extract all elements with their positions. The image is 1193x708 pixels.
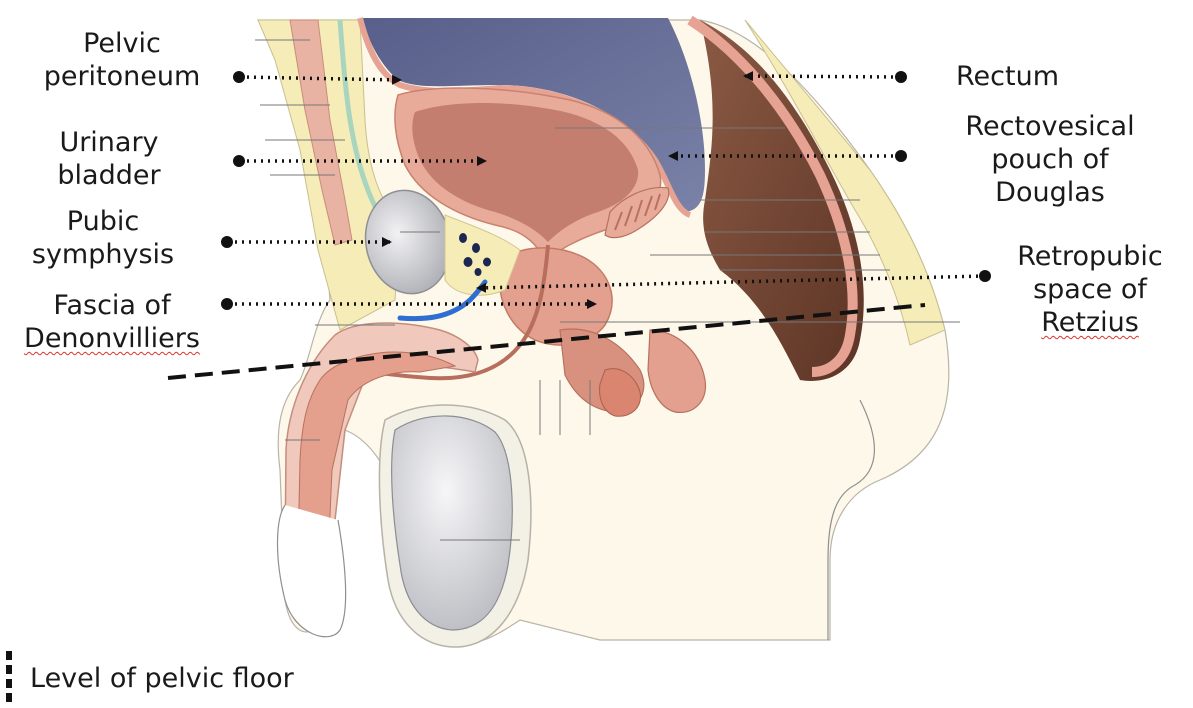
label-urinary-bladder: Urinary bladder: [24, 126, 194, 192]
label-line: Retropubic: [1000, 240, 1180, 273]
label-retropubic-space: Retropubic space of Retzius: [1000, 240, 1180, 339]
label-line: Pelvic: [24, 27, 220, 60]
label-line: Pubic: [18, 205, 188, 238]
label-line: symphysis: [18, 238, 188, 271]
label-rectum: Rectum: [956, 60, 1059, 93]
label-line: peritoneum: [24, 60, 220, 93]
label-line: bladder: [24, 159, 194, 192]
label-line: Urinary: [24, 126, 194, 159]
label-pubic-symphysis: Pubic symphysis: [18, 205, 188, 271]
anatomy-illustration: [168, 18, 960, 647]
testis: [392, 416, 513, 630]
legend-text: Level of pelvic floor: [30, 662, 294, 695]
label-line: pouch of: [940, 143, 1160, 176]
label-line: Retzius: [1000, 306, 1180, 339]
label-line: Rectum: [956, 60, 1059, 93]
glans: [278, 505, 346, 637]
label-line: Rectovesical: [940, 110, 1160, 143]
label-rectovesical-pouch: Rectovesical pouch of Douglas: [940, 110, 1160, 209]
label-line: Douglas: [940, 176, 1160, 209]
label-line: Fascia of: [6, 289, 218, 322]
legend: Level of pelvic floor: [0, 648, 600, 708]
legend-dash-marker: [6, 651, 12, 705]
label-line: Denonvilliers: [6, 322, 218, 355]
label-fascia-denonvilliers: Fascia of Denonvilliers: [6, 289, 218, 355]
label-line: space of: [1000, 273, 1180, 306]
label-pelvic-peritoneum: Pelvic peritoneum: [24, 27, 220, 93]
